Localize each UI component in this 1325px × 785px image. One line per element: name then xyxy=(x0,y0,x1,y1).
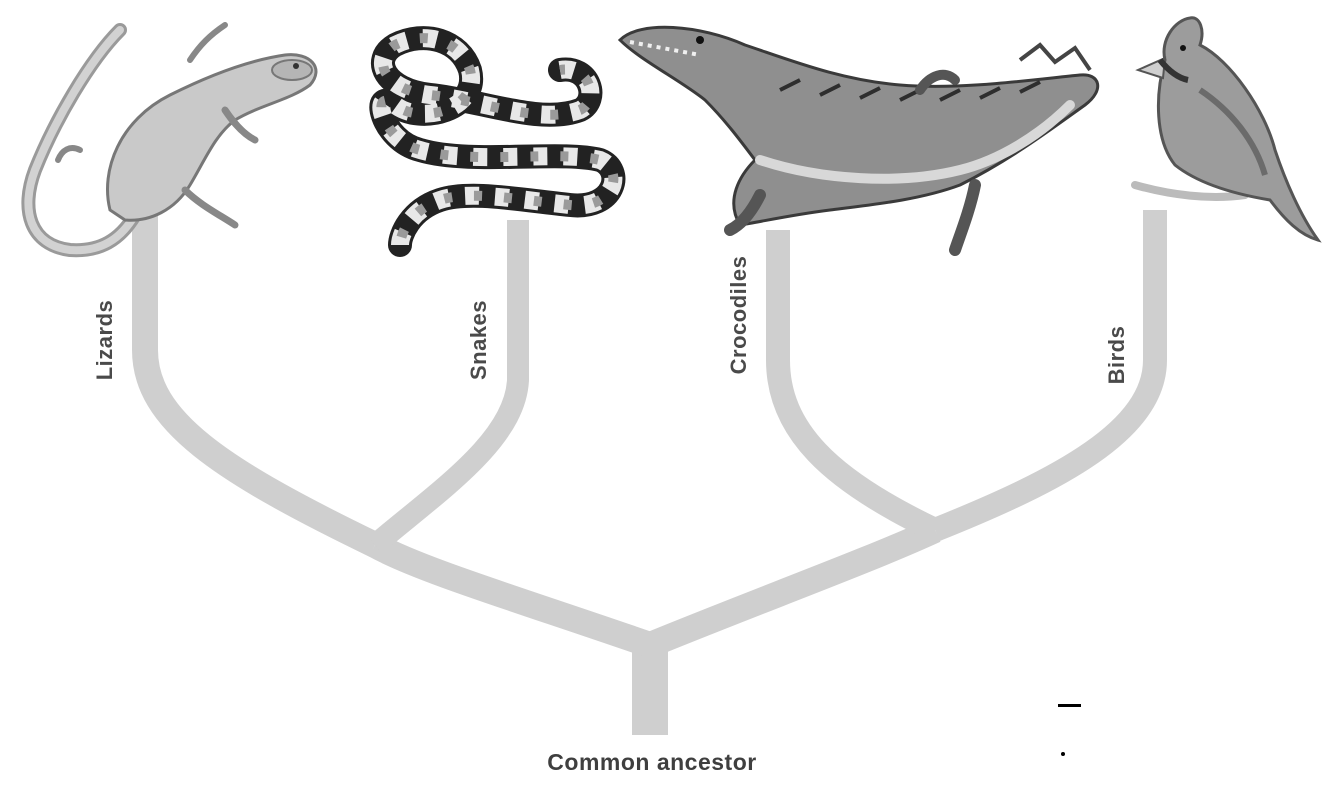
dot-mark xyxy=(1061,752,1065,756)
root-label: Common ancestor xyxy=(547,749,756,775)
bird-icon xyxy=(1135,18,1318,240)
branch-right-clade xyxy=(650,530,935,645)
dash-mark xyxy=(1058,704,1081,707)
lizard-icon xyxy=(28,25,316,250)
tree-branches xyxy=(145,210,1155,735)
taxon-label-crocodiles: Crocodiles xyxy=(726,256,751,375)
snake-icon xyxy=(381,38,613,245)
branch-crocodiles xyxy=(778,230,935,530)
taxon-label-birds: Birds xyxy=(1104,326,1129,385)
branch-snakes xyxy=(375,220,518,545)
taxon-label-snakes: Snakes xyxy=(466,300,491,380)
branch-left-clade xyxy=(375,545,650,645)
branch-lizards xyxy=(145,210,375,545)
crocodile-icon xyxy=(620,27,1098,250)
taxon-label-lizards: Lizards xyxy=(92,300,117,381)
